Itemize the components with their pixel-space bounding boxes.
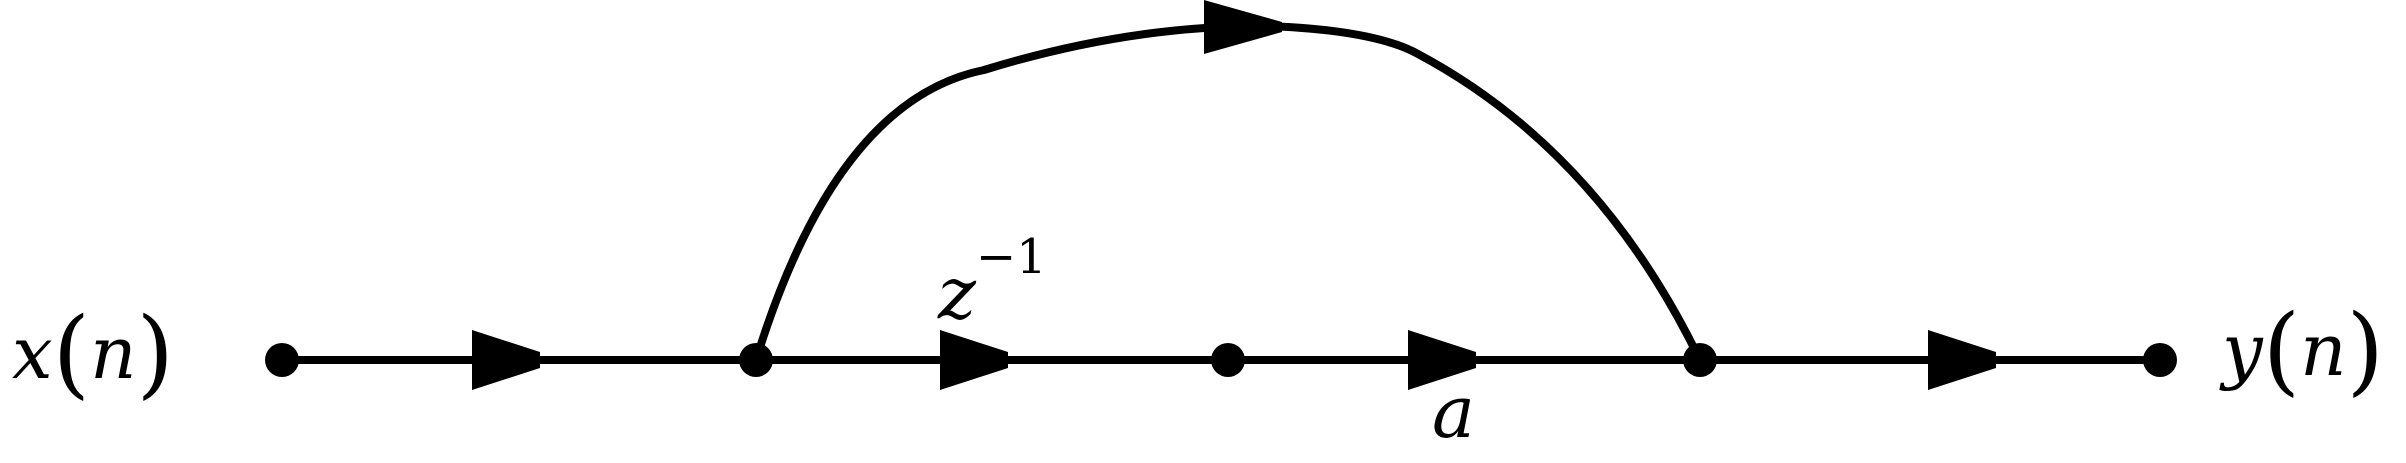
input-label-open-paren: ( [53, 297, 90, 409]
delay-label: z−1 [937, 229, 1047, 335]
delay-label-exponent: −1 [976, 229, 1047, 285]
input-branch-arrow [472, 330, 540, 390]
output-label-close-paren: ) [2347, 294, 2384, 406]
output-label-var: y [2219, 308, 2264, 392]
gain-label: a [1432, 370, 1475, 454]
delay-label-base: z [937, 251, 977, 335]
output-branch-arrow [1928, 330, 1996, 390]
input-label-close-paren: ) [136, 297, 173, 409]
output-node [2143, 343, 2177, 377]
input-label-arg: n [90, 311, 136, 395]
output-label: y(n) [2219, 294, 2384, 406]
branch-node-1 [739, 343, 773, 377]
delay-branch-arrow [940, 330, 1008, 390]
feedforward-branch-arc [752, 21, 1704, 362]
gain-branch-arrow [1408, 330, 1476, 390]
feedforward-arrow [1204, 0, 1282, 54]
input-label: x(n) [12, 297, 174, 409]
output-label-open-paren: ( [2263, 294, 2300, 406]
input-node [265, 343, 299, 377]
delay-output-node [1211, 343, 1245, 377]
sum-node [1683, 343, 1717, 377]
input-label-var: x [12, 311, 53, 395]
output-label-arg: n [2300, 308, 2346, 392]
